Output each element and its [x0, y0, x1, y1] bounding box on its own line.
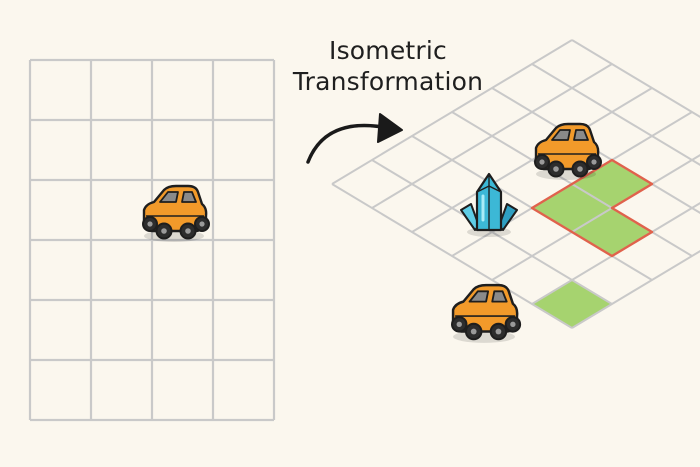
title-line-2: Transformation	[292, 67, 484, 96]
grid-line	[331, 183, 573, 329]
crystal-icon	[459, 172, 519, 239]
highlight-outline	[530, 158, 654, 258]
car-icon	[533, 122, 603, 182]
curved-arrow-icon	[306, 113, 403, 164]
isometric-grid	[331, 39, 700, 329]
title-line-1: Isometric	[329, 36, 447, 65]
grid-line	[571, 39, 700, 118]
grid-line	[531, 63, 700, 166]
square-grid	[28, 58, 276, 422]
car-icon	[450, 283, 522, 345]
highlight-tile	[532, 280, 612, 328]
